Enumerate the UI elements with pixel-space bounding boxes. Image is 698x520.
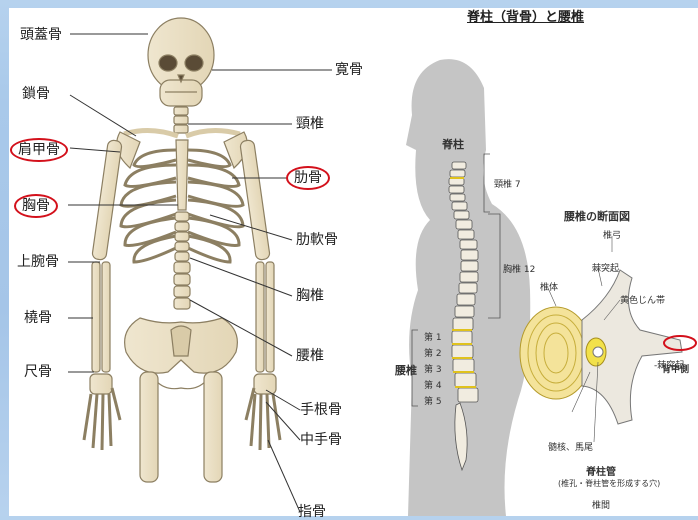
spine-label: 脊柱: [442, 136, 464, 152]
humerus-left: [92, 140, 123, 261]
label-thoracic: 胸椎: [296, 288, 324, 304]
jaw: [160, 80, 202, 106]
label-ulna: 尺骨: [24, 364, 52, 380]
lumbar-group-label: 腰椎: [395, 362, 417, 378]
cervical-count: 頸椎 7: [494, 177, 521, 190]
label-carpals: 手根骨: [300, 402, 342, 418]
lumbar-5: 第 5: [424, 394, 442, 407]
label-lumbar: 腰椎: [296, 348, 324, 364]
label-ligament: 黄色じん帯: [620, 293, 665, 306]
label-spinous: 棘突起: [592, 261, 619, 274]
thoracic-count: 胸椎 12: [503, 262, 535, 275]
label-bottom: 椎間: [592, 498, 610, 511]
hand-left: [84, 374, 120, 450]
label-canal: 脊柱管: [586, 463, 616, 478]
lumbar-cross-section: [520, 270, 696, 424]
label-costal-cartilage: 肋軟骨: [296, 232, 338, 248]
lumbar-3: 第 3: [424, 362, 442, 375]
label-clavicle: 鎖骨: [22, 86, 50, 102]
label-cervical: 頸椎: [296, 116, 324, 132]
spine-title: 脊柱（背骨）と腰椎: [467, 10, 584, 26]
lumbar-2: 第 2: [424, 346, 442, 359]
label-sternum: 胸骨: [14, 194, 58, 218]
lumbar-4: 第 4: [424, 378, 442, 391]
label-back-side: 背中側: [662, 362, 689, 375]
label-humerus: 上腕骨: [17, 254, 59, 270]
label-nucleus: 髄核、馬尾: [548, 440, 593, 453]
lumbar-1: 第 1: [424, 330, 442, 343]
label-vertebral-body: 椎体: [540, 280, 558, 293]
label-skull: 頭蓋骨: [20, 27, 62, 43]
label-hip-bone: 寛骨: [335, 62, 363, 78]
label-canal-note: (椎孔・脊柱管を形成する穴): [558, 478, 660, 489]
label-scapula: 肩甲骨: [10, 138, 68, 162]
humerus-right: [240, 140, 271, 261]
label-metacarpals: 中手骨: [300, 432, 342, 448]
label-arch: 椎弓: [603, 228, 621, 241]
sternum: [176, 140, 188, 210]
label-radius: 橈骨: [24, 310, 52, 326]
label-rib: 肋骨: [286, 166, 330, 190]
cross-section-title: 腰椎の断面図: [564, 208, 630, 224]
label-phalanges: 指骨: [298, 504, 326, 520]
clavicle-right: [186, 130, 240, 136]
